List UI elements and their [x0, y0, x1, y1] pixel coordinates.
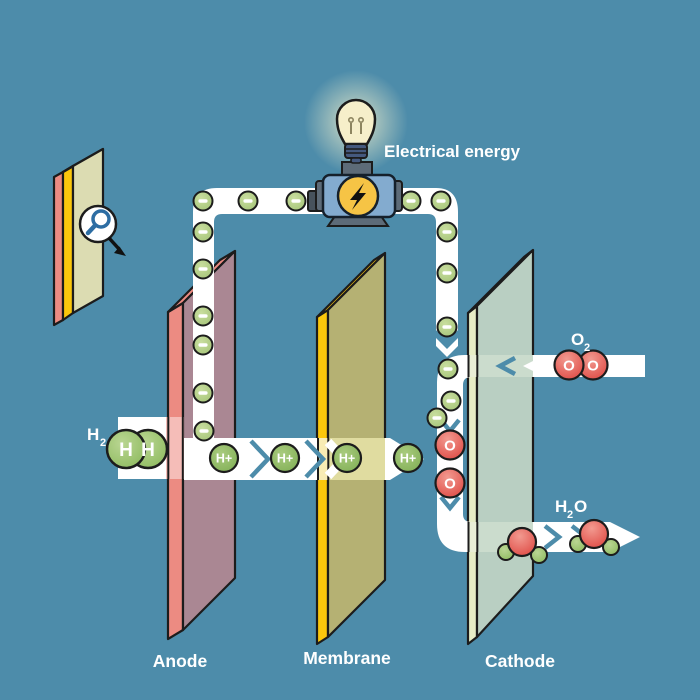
membrane-label: Membrane	[303, 648, 391, 668]
electrical-energy-label: Electrical energy	[384, 142, 521, 161]
proton-1	[208, 442, 240, 474]
anode-label: Anode	[153, 651, 208, 671]
cathode-slab	[466, 248, 535, 646]
cathode-label: Cathode	[485, 651, 555, 671]
electron-circuit-band	[193, 188, 458, 440]
proton-2	[269, 442, 301, 474]
generator-icon	[307, 161, 403, 227]
lightning-bolt-icon	[350, 183, 366, 210]
proton-band	[166, 417, 424, 480]
svg-text:2: 2	[584, 342, 590, 354]
svg-text:H: H	[141, 440, 155, 461]
svg-text:H: H	[87, 425, 99, 444]
proton-3	[331, 442, 363, 474]
h2-molecule: H H	[105, 428, 169, 470]
electron-arrowhead	[436, 338, 458, 357]
h2o-label: H 2 O	[555, 497, 587, 521]
h2-label: H 2	[87, 425, 106, 449]
proton-4	[392, 442, 424, 474]
svg-text:2: 2	[100, 437, 106, 449]
o2-label: O 2	[571, 330, 590, 354]
svg-text:O: O	[571, 330, 584, 349]
zoom-arrow-icon	[107, 236, 126, 256]
svg-text:O: O	[574, 497, 587, 516]
oxygen-water-band	[437, 328, 645, 552]
oxygen-arrowhead	[523, 355, 545, 377]
svg-text:2: 2	[567, 509, 573, 521]
svg-text:H: H	[119, 440, 133, 461]
light-bulb-icon	[335, 98, 377, 164]
magnifier-icon	[78, 204, 118, 244]
svg-text:H: H	[555, 497, 567, 516]
